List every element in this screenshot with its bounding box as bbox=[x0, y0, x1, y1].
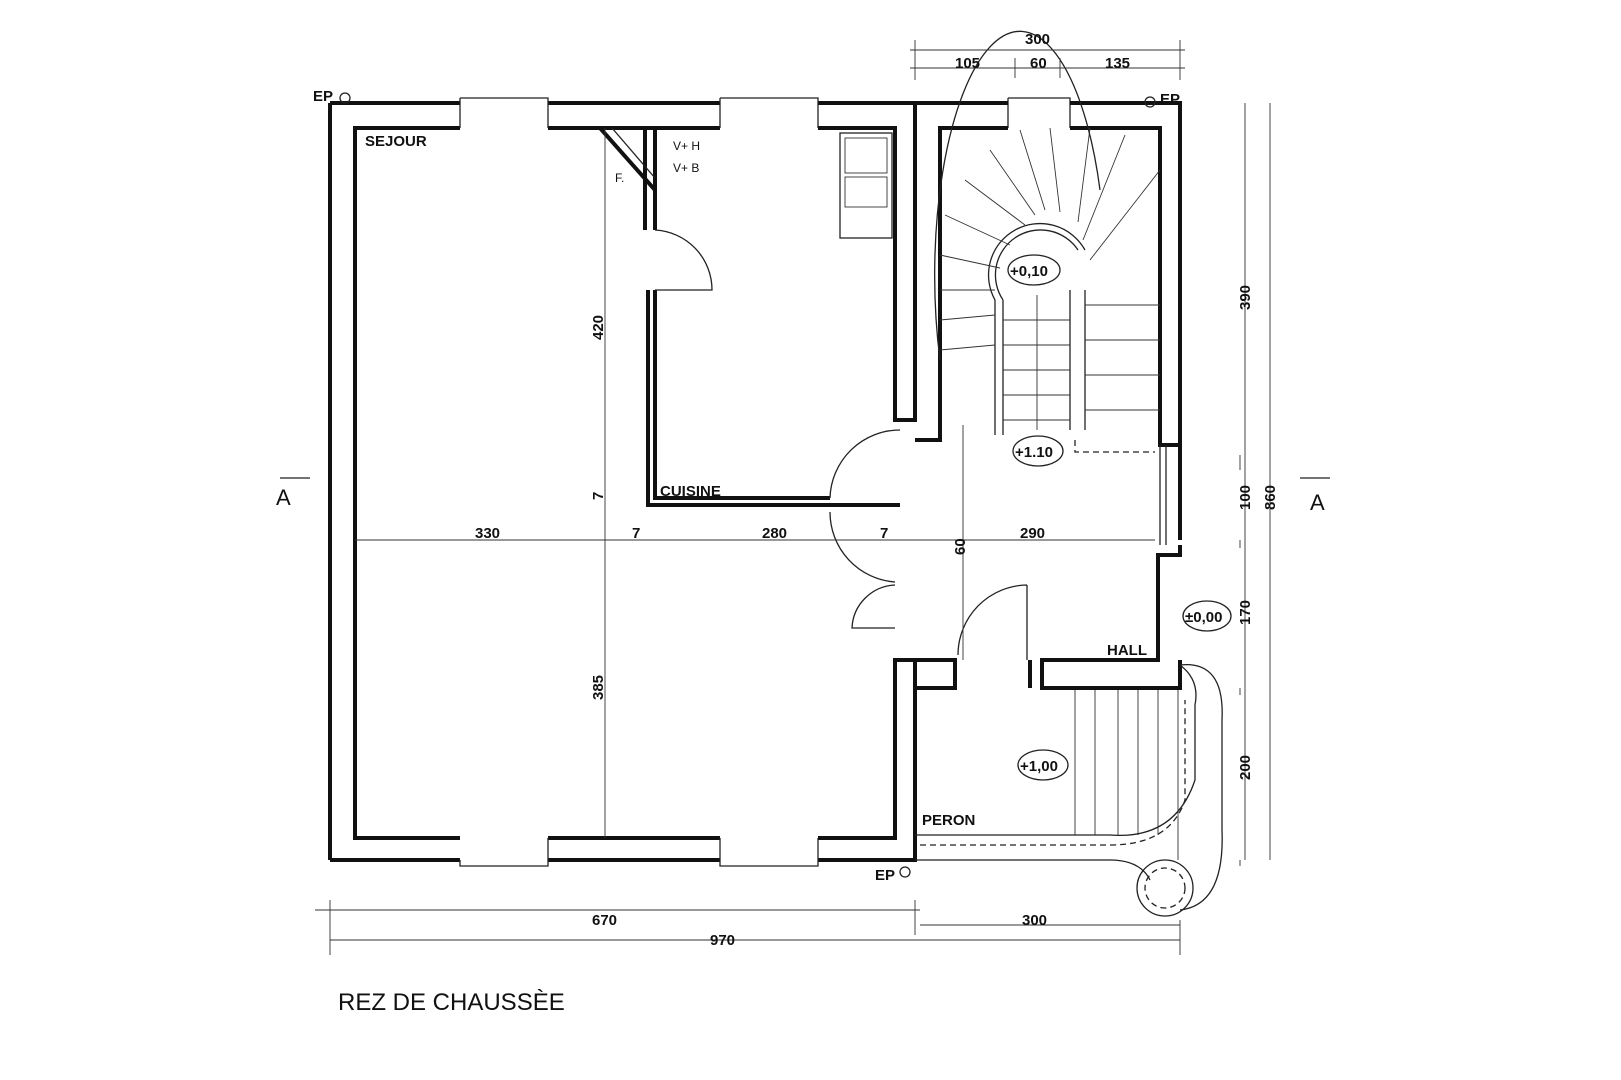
dim-top-total: 300 bbox=[1025, 31, 1050, 48]
dim-top-a: 105 bbox=[955, 55, 980, 72]
dim-wall-a: 7 bbox=[590, 492, 607, 500]
dim-top-b: 60 bbox=[1030, 55, 1047, 72]
dimensions: 300 105 60 135 390 100 860 170 200 420 7… bbox=[475, 31, 1279, 949]
dim-right-c: 170 bbox=[1237, 600, 1254, 625]
dim-wall-c: 7 bbox=[880, 525, 888, 542]
dim-right-b: 100 bbox=[1237, 485, 1254, 510]
level-stair-top: +1.10 bbox=[1015, 444, 1053, 461]
walls bbox=[280, 30, 1330, 955]
room-label-cuisine: CUISINE bbox=[660, 483, 721, 500]
dim-bottom-total: 970 bbox=[710, 932, 735, 949]
level-peron: +1,00 bbox=[1020, 758, 1058, 775]
dim-bottom-b: 300 bbox=[1022, 912, 1047, 929]
section-marker-left: A bbox=[276, 485, 291, 510]
ep-label: EP bbox=[1160, 91, 1180, 108]
dim-kitchen-width: 280 bbox=[762, 525, 787, 542]
flue-label: F. bbox=[615, 171, 624, 185]
ep-label: EP bbox=[313, 88, 333, 105]
level-stair-landing: +0,10 bbox=[1010, 263, 1048, 280]
ventilation-high-label: V+ H bbox=[673, 139, 700, 153]
room-label-peron: PERON bbox=[922, 812, 975, 829]
room-label-hall: HALL bbox=[1107, 642, 1147, 659]
ventilation-low-label: V+ B bbox=[673, 161, 699, 175]
dim-hall-width: 290 bbox=[1020, 525, 1045, 542]
dim-sejour-width: 330 bbox=[475, 525, 500, 542]
dim-hall-door: 60 bbox=[952, 538, 969, 555]
room-label-sejour: SEJOUR bbox=[365, 133, 427, 150]
dim-wall-b: 7 bbox=[632, 525, 640, 542]
dim-right-d: 200 bbox=[1237, 755, 1254, 780]
dim-sejour-depth: 385 bbox=[590, 675, 607, 700]
dim-right-total: 860 bbox=[1262, 485, 1279, 510]
dim-bottom-a: 670 bbox=[592, 912, 617, 929]
dim-kitchen-depth: 420 bbox=[590, 315, 607, 340]
dim-right-a: 390 bbox=[1237, 285, 1254, 310]
section-marker-right: A bbox=[1310, 490, 1325, 515]
ep-label: EP bbox=[875, 867, 895, 884]
dim-top-c: 135 bbox=[1105, 55, 1130, 72]
plan-title: REZ DE CHAUSSÈE bbox=[338, 989, 565, 1016]
level-hall: ±0,00 bbox=[1185, 609, 1222, 626]
